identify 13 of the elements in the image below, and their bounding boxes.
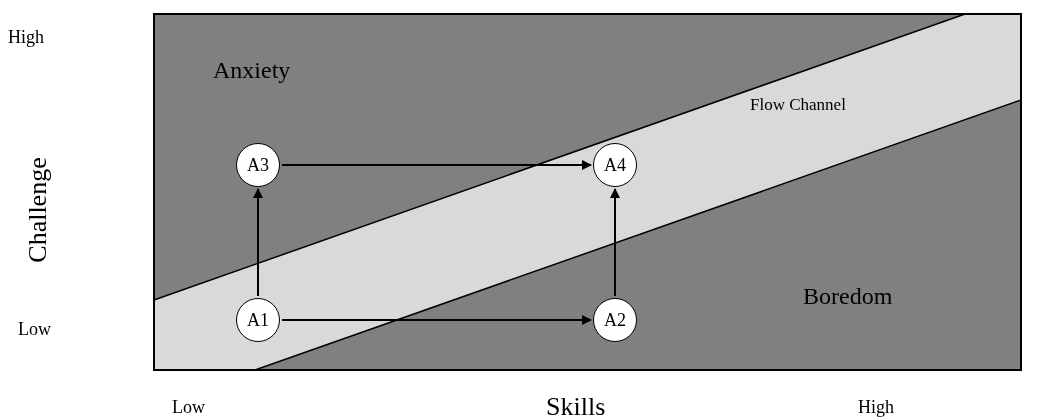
axis-label: High xyxy=(8,28,44,46)
axis-title: Skills xyxy=(546,394,606,419)
axis-title: Challenge xyxy=(25,157,51,263)
axis-label: Low xyxy=(172,398,205,416)
region-label: Boredom xyxy=(803,284,893,308)
arrow xyxy=(281,160,592,170)
region-label: Anxiety xyxy=(213,58,291,82)
arrow xyxy=(253,188,263,297)
arrow xyxy=(281,315,592,325)
axis-label: Low xyxy=(18,320,51,338)
axis-label: High xyxy=(858,398,894,416)
region-label: Flow Channel xyxy=(750,96,846,113)
arrow xyxy=(610,188,620,297)
